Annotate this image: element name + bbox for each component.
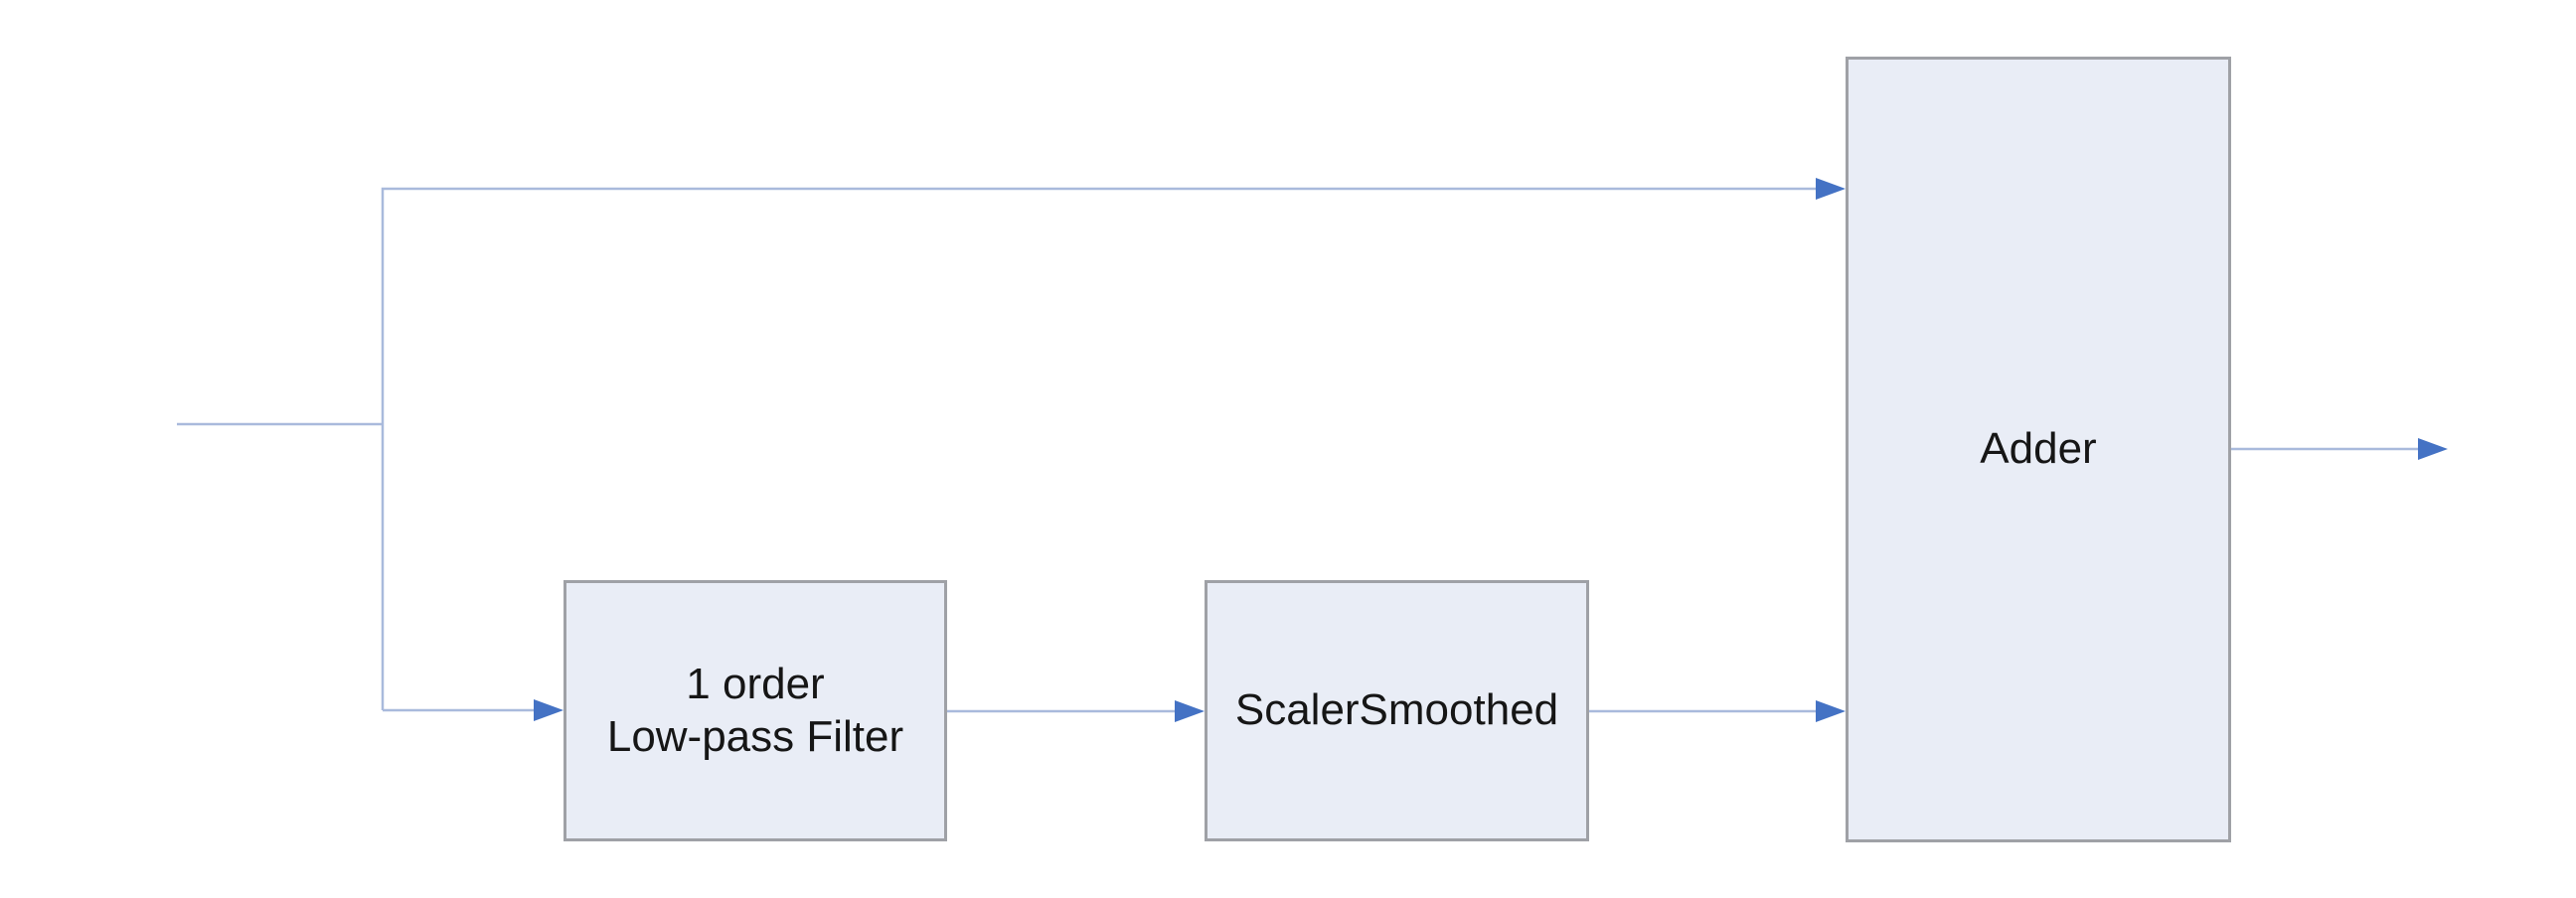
arrowhead-lowpass-input-icon — [534, 699, 564, 721]
block-label: ScalerSmoothed — [1234, 685, 1559, 735]
block-label: 1 order — [686, 659, 825, 708]
block-label: Adder — [1980, 424, 2097, 474]
block-scaler-smoothed[interactable]: ScalerSmoothed — [1205, 580, 1589, 841]
block-label: Low-pass Filter — [606, 711, 904, 761]
connector-branch-to-adder-top[interactable] — [381, 187, 1817, 710]
arrowhead-adder-bottom-input-icon — [1816, 700, 1846, 722]
block-adder[interactable]: Adder — [1846, 57, 2231, 842]
arrowhead-output-icon — [2418, 438, 2448, 460]
arrowhead-scaler-input-icon — [1175, 700, 1205, 722]
block-lowpass-filter[interactable]: 1 order Low-pass Filter — [564, 580, 947, 841]
arrowhead-adder-top-input-icon — [1816, 178, 1846, 200]
